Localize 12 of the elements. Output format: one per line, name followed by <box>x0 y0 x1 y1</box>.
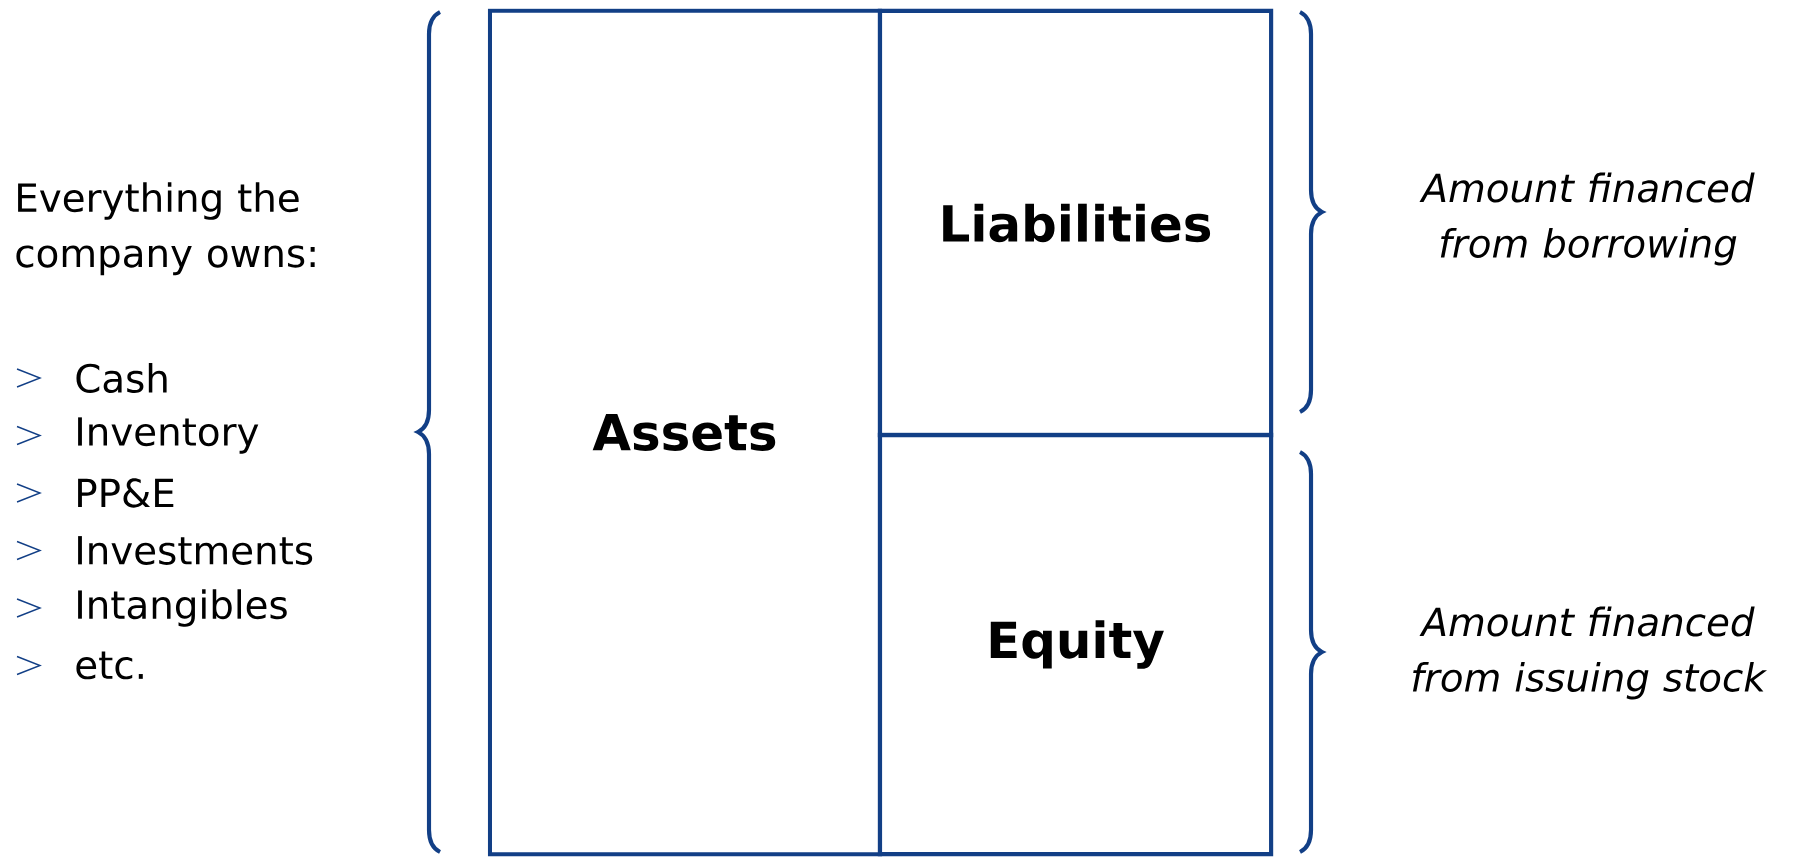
list-item: Inventory <box>78 417 259 454</box>
description-text: Amount financed from borrowing <box>1419 172 1755 266</box>
section-box: Assets <box>487 8 883 857</box>
list-item: Investments <box>78 536 313 565</box>
list-item: Intangibles <box>78 589 287 627</box>
description-text: Everything the company owns: <box>16 182 315 276</box>
description-text: Amount financed from issuing stock <box>1412 606 1767 700</box>
list-item: Cash <box>76 363 167 393</box>
list-item: PP&E <box>78 478 174 508</box>
section-box: Equity <box>877 432 1274 857</box>
list-item: etc. <box>76 651 143 680</box>
section-box: Liabilities <box>877 8 1274 438</box>
